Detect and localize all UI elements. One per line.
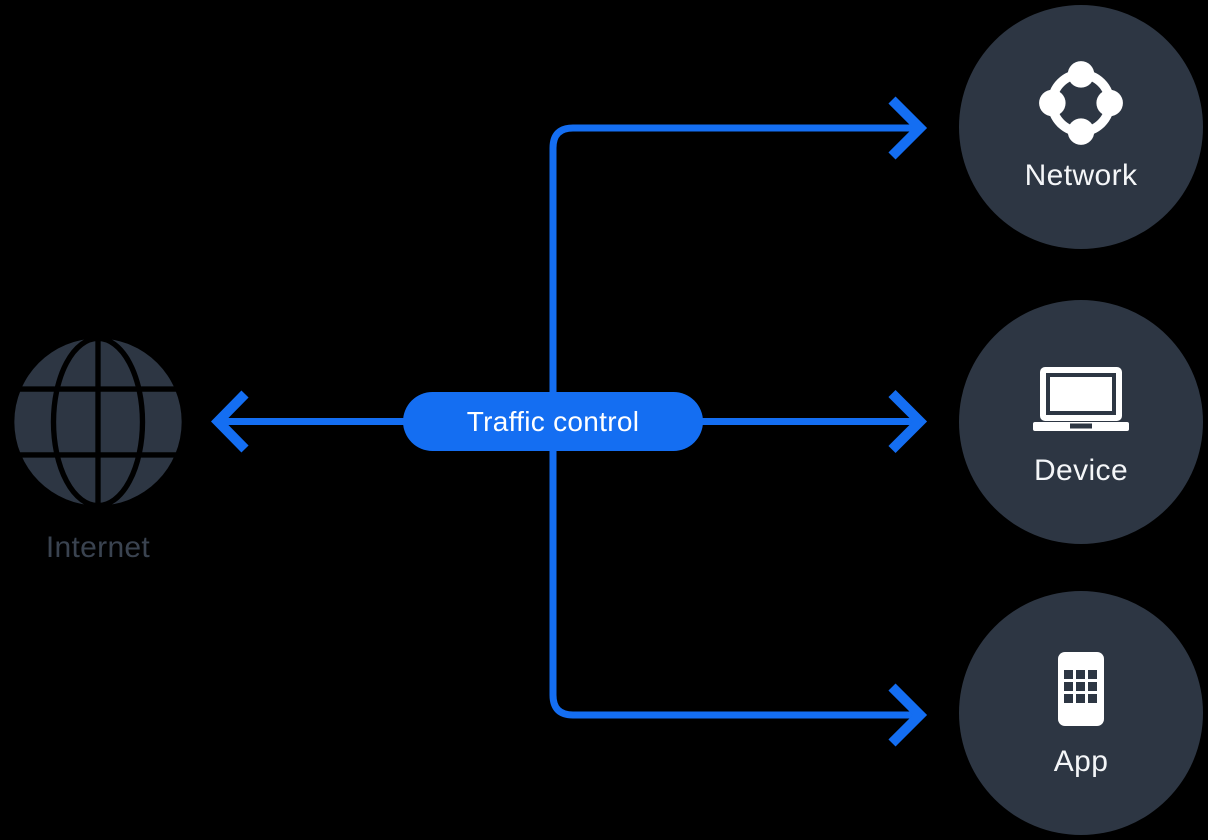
network-label: Network bbox=[1024, 159, 1138, 192]
app-grid-icon bbox=[1058, 652, 1104, 726]
globe-icon bbox=[9, 335, 187, 509]
network-nodes-icon bbox=[1039, 61, 1123, 145]
arrowhead-app-icon bbox=[888, 683, 928, 747]
arrowhead-device-icon bbox=[888, 389, 928, 454]
device-node: Device bbox=[959, 300, 1203, 544]
internet-node: Internet bbox=[8, 333, 188, 565]
laptop-icon bbox=[1033, 366, 1129, 431]
arrowhead-network-icon bbox=[888, 96, 928, 160]
device-label: Device bbox=[1033, 454, 1129, 487]
app-label: App bbox=[1053, 745, 1109, 778]
internet-label: Internet bbox=[45, 531, 151, 564]
traffic-control-node: Traffic control bbox=[403, 392, 703, 451]
arrowhead-left-icon bbox=[210, 390, 249, 453]
traffic-control-label: Traffic control bbox=[466, 405, 640, 437]
app-node: App bbox=[959, 591, 1203, 835]
network-node: Network bbox=[959, 5, 1203, 249]
